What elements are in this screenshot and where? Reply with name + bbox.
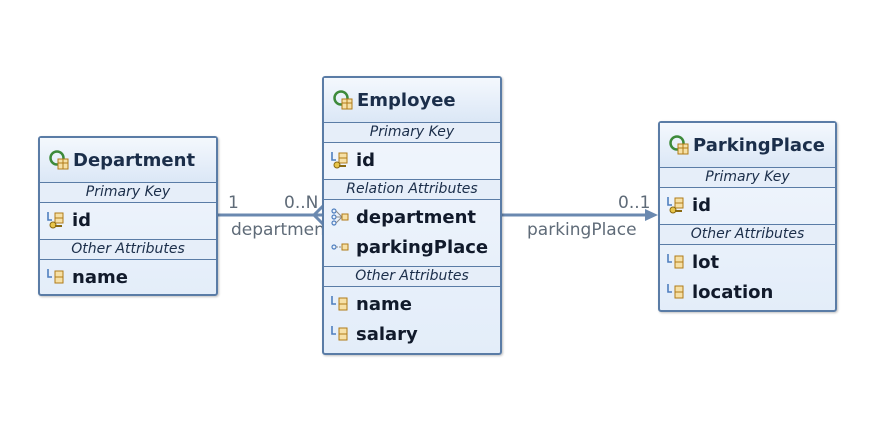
section-title-other-attributes: Other Attributes: [40, 240, 216, 260]
attribute-label: name: [356, 293, 412, 315]
attribute-lot[interactable]: lot: [660, 247, 835, 277]
entity-icon: [49, 150, 69, 170]
parkingplace-target-multiplicity: 0..1: [618, 193, 651, 213]
attribute-label: location: [692, 281, 774, 303]
attribute-location[interactable]: location: [660, 277, 835, 307]
attribute-icon: [331, 326, 348, 341]
section-title-primary-key: Primary Key: [40, 183, 216, 203]
attribute-label: id: [692, 194, 712, 216]
department-target-multiplicity: 1: [228, 193, 239, 213]
entity-employee[interactable]: Employee Primary Key id Relation Attribu…: [322, 76, 502, 355]
section-title-other-attributes: Other Attributes: [324, 267, 500, 287]
many-to-one-relation-icon: [331, 208, 349, 226]
attribute-parkingplace[interactable]: parkingPlace: [324, 232, 500, 262]
primary-key-icon: [667, 197, 684, 214]
entity-department[interactable]: Department Primary Key id Other Attribut…: [38, 136, 218, 296]
entity-icon: [669, 135, 689, 155]
attribute-icon: [667, 284, 684, 299]
parkingplace-relation-label: parkingPlace: [527, 220, 637, 240]
attribute-label: lot: [692, 251, 720, 273]
attribute-label: id: [356, 149, 376, 171]
section-primary-key: id: [324, 143, 500, 180]
section-other-attributes: name salary: [324, 287, 500, 353]
section-other-attributes: lot location: [660, 245, 835, 311]
section-primary-key: id: [40, 203, 216, 240]
primary-key-icon: [47, 212, 64, 229]
attribute-name[interactable]: name: [324, 289, 500, 319]
entity-parkingplace-header[interactable]: ParkingPlace: [660, 123, 835, 168]
entity-employee-title: Employee: [357, 89, 456, 111]
entity-employee-header[interactable]: Employee: [324, 78, 500, 123]
primary-key-icon: [331, 152, 348, 169]
attribute-label: department: [356, 206, 476, 228]
attribute-icon: [667, 254, 684, 269]
entity-department-header[interactable]: Department: [40, 138, 216, 183]
attribute-icon: [47, 269, 64, 284]
one-to-one-relation-icon: [331, 243, 349, 251]
department-relation-label: department: [231, 220, 332, 240]
entity-icon: [333, 90, 353, 110]
section-primary-key: id: [660, 188, 835, 225]
entity-parkingplace[interactable]: ParkingPlace Primary Key id Other Attrib…: [658, 121, 837, 312]
attribute-name[interactable]: name: [40, 262, 216, 292]
section-relation-attributes: department parkingPlace: [324, 200, 500, 267]
section-title-primary-key: Primary Key: [324, 123, 500, 143]
entity-parkingplace-title: ParkingPlace: [693, 134, 825, 156]
section-title-other-attributes: Other Attributes: [660, 225, 835, 245]
attribute-department[interactable]: department: [324, 202, 500, 232]
attribute-label: salary: [356, 323, 418, 345]
attribute-salary[interactable]: salary: [324, 319, 500, 349]
attribute-id[interactable]: id: [324, 145, 500, 175]
attribute-icon: [331, 296, 348, 311]
attribute-id[interactable]: id: [40, 205, 216, 235]
connector-parkingplace-arrowhead: [645, 209, 658, 221]
attribute-label: parkingPlace: [356, 236, 489, 258]
section-other-attributes: name: [40, 260, 216, 296]
section-title-relation-attributes: Relation Attributes: [324, 180, 500, 200]
attribute-label: name: [72, 266, 128, 288]
section-title-primary-key: Primary Key: [660, 168, 835, 188]
department-source-multiplicity: 0..N: [284, 193, 319, 213]
attribute-id[interactable]: id: [660, 190, 835, 220]
entity-department-title: Department: [73, 149, 196, 171]
attribute-label: id: [72, 209, 92, 231]
